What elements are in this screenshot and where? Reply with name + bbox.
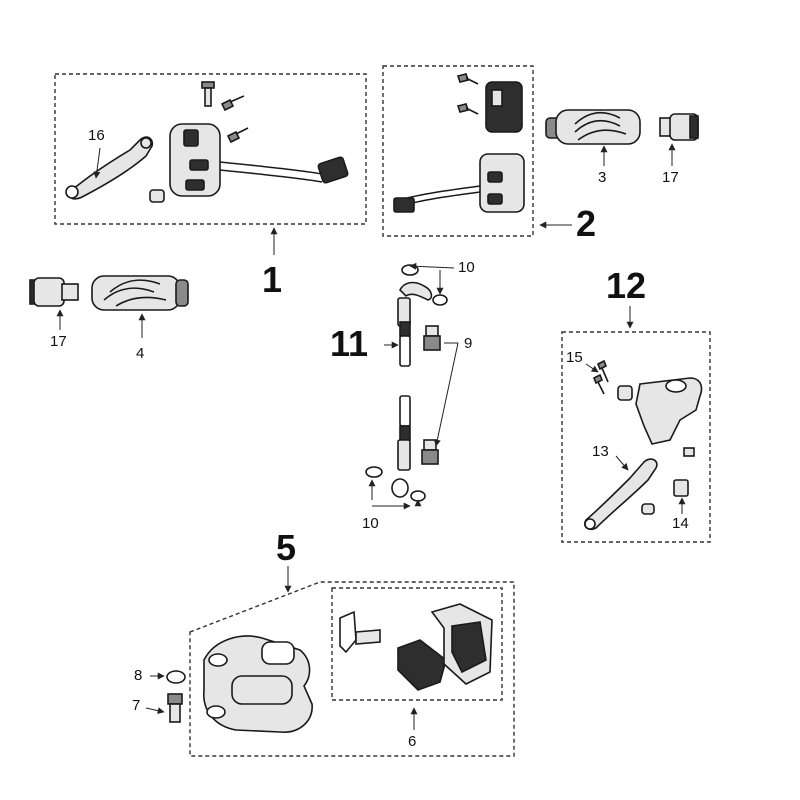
part-13-brake-lever xyxy=(583,455,658,531)
group-5-brake-caliper xyxy=(145,566,515,757)
part-16-brake-lever xyxy=(65,136,154,200)
group-1-frame xyxy=(54,73,367,225)
callout-part-15: 15 xyxy=(566,349,583,366)
callout-group-2: 2 xyxy=(576,203,596,244)
callout-group-1: 1 xyxy=(262,259,282,300)
group-2-switch-assembly xyxy=(382,65,572,237)
callout-part-7: 7 xyxy=(132,697,140,714)
callout-part-10-top: 10 xyxy=(458,259,475,276)
part-15-screws xyxy=(585,359,609,395)
callout-part-14: 14 xyxy=(672,515,689,532)
part-caliper-body xyxy=(203,635,313,733)
part-screws-group-1 xyxy=(149,81,249,203)
part-switch-housing-left xyxy=(169,123,349,197)
callout-part-17-left: 17 xyxy=(50,333,67,350)
part-4-grip-left xyxy=(91,275,189,338)
callout-group-5: 5 xyxy=(276,527,296,568)
part-17-end-cap-left xyxy=(29,277,79,330)
callout-part-8: 8 xyxy=(134,667,142,684)
part-master-cylinder-body xyxy=(617,377,703,457)
part-screws-group-2 xyxy=(456,73,479,115)
part-8-washer xyxy=(150,670,186,684)
group-1-switch-assembly xyxy=(54,73,367,255)
callout-group-11: 11 xyxy=(330,323,368,364)
callout-part-16: 16 xyxy=(88,127,105,144)
part-7-bolt xyxy=(145,693,183,723)
callout-part-10-bottom: 10 xyxy=(362,515,379,532)
part-17-end-cap-right xyxy=(659,113,699,166)
group-12-frame xyxy=(561,331,711,543)
callout-part-13: 13 xyxy=(592,443,609,460)
callout-part-9: 9 xyxy=(464,335,472,352)
callout-group-12: 12 xyxy=(606,265,646,306)
callout-part-3: 3 xyxy=(598,169,606,186)
group-2-frame xyxy=(382,65,534,237)
part-14-switch xyxy=(641,479,689,515)
part-11-brake-hose xyxy=(365,262,459,510)
group-12-master-cylinder xyxy=(561,306,711,543)
callout-part-6: 6 xyxy=(408,733,416,750)
part-3-grip-right xyxy=(545,109,641,166)
part-6-brake-pads xyxy=(339,603,493,730)
callout-part-17-right: 17 xyxy=(662,169,679,186)
callout-part-4: 4 xyxy=(136,345,144,362)
group-5-frame xyxy=(189,581,515,757)
part-9-banjo-bolts xyxy=(421,325,459,465)
part-switch-housing-right xyxy=(393,81,525,213)
